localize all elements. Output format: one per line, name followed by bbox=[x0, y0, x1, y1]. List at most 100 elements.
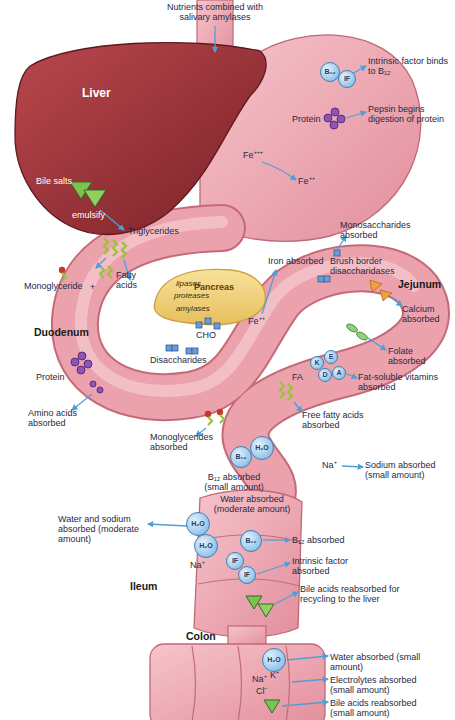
annotation-text: Fe⁺⁺⁺ bbox=[243, 150, 273, 160]
protein-symbol bbox=[84, 360, 92, 368]
triglyceride-symbol bbox=[113, 240, 117, 256]
annotation-text: Bile acids reabsorbed (small amount) bbox=[330, 698, 440, 718]
annotation-text: Na⁺ bbox=[322, 460, 342, 470]
organ-label: Ileum bbox=[130, 580, 170, 592]
nutrient-bubble: B₁₂ bbox=[230, 446, 252, 468]
annotation-text: Fat-soluble vitamins absorbed bbox=[358, 372, 453, 392]
monoglyceride-symbol bbox=[217, 409, 223, 415]
monoglyceride-tail bbox=[220, 415, 224, 423]
protein-symbol bbox=[77, 366, 85, 374]
nutrient-bubble: H₂O bbox=[194, 534, 218, 558]
bubble-text: H₂O bbox=[267, 656, 281, 664]
colon-haustra bbox=[192, 646, 290, 720]
annotation-text: B₁₂ absorbed bbox=[292, 535, 362, 545]
monoglyceride-symbol bbox=[205, 411, 211, 417]
organ-outline bbox=[10, 36, 272, 246]
annotation-text: proteases bbox=[174, 291, 219, 300]
leader-arrow bbox=[347, 374, 357, 378]
protein-symbol bbox=[331, 108, 339, 116]
bile-acid-symbol bbox=[258, 604, 274, 617]
annotation-text: K⁺ bbox=[270, 670, 286, 680]
bubble-text: B₁₂ bbox=[245, 537, 256, 545]
calcium-symbol bbox=[380, 290, 392, 301]
fatty-acid-symbol bbox=[108, 266, 112, 278]
bubble-text: H₂O bbox=[199, 542, 213, 550]
bubble-text: E bbox=[329, 353, 334, 361]
annotation-text: FA bbox=[292, 372, 312, 382]
annotation-text: Fe⁺⁺ bbox=[298, 176, 328, 186]
disaccharide-symbol bbox=[186, 348, 192, 354]
leader-arrow bbox=[346, 112, 366, 118]
leader-arrow bbox=[214, 26, 215, 52]
annotation-text: Fatty acids bbox=[116, 270, 146, 290]
bile-acid-symbol bbox=[264, 700, 280, 713]
annotation-text: Sodium absorbed (small amount) bbox=[365, 460, 453, 480]
amino-acid-symbol bbox=[97, 387, 103, 393]
bubble-text: B₁₂ bbox=[235, 453, 246, 461]
protein-symbol bbox=[324, 114, 332, 122]
monoglyceride-symbol bbox=[59, 267, 65, 273]
fatty-acid-symbol bbox=[100, 266, 104, 278]
nutrient-bubble: D bbox=[318, 368, 332, 382]
organ-label: Colon bbox=[186, 630, 231, 642]
protein-symbol bbox=[71, 358, 79, 366]
organ-label: Duodenum bbox=[34, 326, 96, 338]
free-fatty-acid-symbol bbox=[288, 384, 292, 400]
leader-arrow bbox=[72, 394, 92, 410]
triglyceride-symbol bbox=[122, 242, 126, 258]
annotation-text: Cl⁻ bbox=[256, 686, 272, 696]
annotation-text: CHO bbox=[196, 330, 221, 340]
nutrient-bubble: H₂O bbox=[186, 512, 210, 536]
annotation-text: Monoglycerides absorbed bbox=[150, 432, 214, 452]
disaccharide-symbol bbox=[166, 345, 172, 351]
disaccharide-symbol bbox=[192, 348, 198, 354]
nutrient-bubble: H₂O bbox=[250, 436, 274, 460]
bubble-text: IF bbox=[232, 557, 238, 565]
amino-acid-symbol bbox=[90, 381, 96, 387]
annotation-text: Protein bbox=[36, 372, 76, 382]
annotation-text: Water and sodium absorbed (moderate amou… bbox=[58, 514, 146, 544]
annotation-text: B₁₂ absorbed (small amount) bbox=[196, 472, 272, 492]
annotation-text: lipases bbox=[176, 279, 216, 288]
bubble-text: B₁₂ bbox=[324, 68, 335, 76]
carbohydrate-symbol bbox=[196, 322, 202, 328]
disaccharide-symbol bbox=[172, 345, 178, 351]
annotation-text: Intrinsic factor binds to B₁₂ bbox=[368, 56, 453, 76]
organ-label: Jejunum bbox=[398, 278, 454, 290]
leader-arrow bbox=[96, 258, 106, 268]
leader-arrow bbox=[392, 298, 402, 306]
folate-symbol bbox=[345, 322, 358, 333]
protein-symbol bbox=[330, 121, 338, 129]
monoglyceride-tail bbox=[62, 273, 66, 281]
bubble-text: K bbox=[314, 359, 319, 367]
folate-symbol bbox=[355, 330, 368, 341]
organ-shape bbox=[15, 43, 266, 235]
annotation-text: Fe⁺⁺ bbox=[248, 316, 273, 326]
bubble-text: H₂O bbox=[255, 444, 269, 452]
annotation-text: Free fatty acids absorbed bbox=[302, 410, 402, 430]
nutrient-bubble: B₁₂ bbox=[320, 62, 340, 82]
annotation-text: Intrinsic factor absorbed bbox=[292, 556, 382, 576]
leader-arrow bbox=[257, 563, 290, 574]
annotation-text: + bbox=[90, 282, 100, 292]
triglyceride-symbol bbox=[104, 238, 108, 254]
annotation-text: Folate absorbed bbox=[388, 346, 453, 366]
intestine-highlight bbox=[81, 222, 414, 391]
ileum-segment bbox=[194, 490, 302, 637]
organ-name: Liver bbox=[82, 86, 111, 100]
annotation-text: Triglycerides bbox=[128, 226, 198, 236]
nutrient-bubble: IF bbox=[338, 70, 356, 88]
nutrient-bubble: A bbox=[332, 366, 346, 380]
nutrient-bubble: H₂O bbox=[262, 648, 286, 672]
leader-arrow bbox=[263, 539, 290, 540]
leader-arrow bbox=[368, 338, 386, 350]
leader-arrow bbox=[294, 402, 302, 412]
annotation-text: Bile salts bbox=[36, 176, 86, 186]
leader-arrow bbox=[262, 162, 296, 180]
protein-symbol bbox=[78, 352, 86, 360]
annotation-text: Bile acids reabsorbed for recycling to t… bbox=[300, 584, 410, 604]
annotation-text: Disaccharides bbox=[150, 355, 215, 365]
monoglyceride-tail bbox=[208, 417, 212, 425]
nutrient-bubble: IF bbox=[238, 566, 256, 584]
annotation-text: emulsify bbox=[72, 210, 122, 220]
